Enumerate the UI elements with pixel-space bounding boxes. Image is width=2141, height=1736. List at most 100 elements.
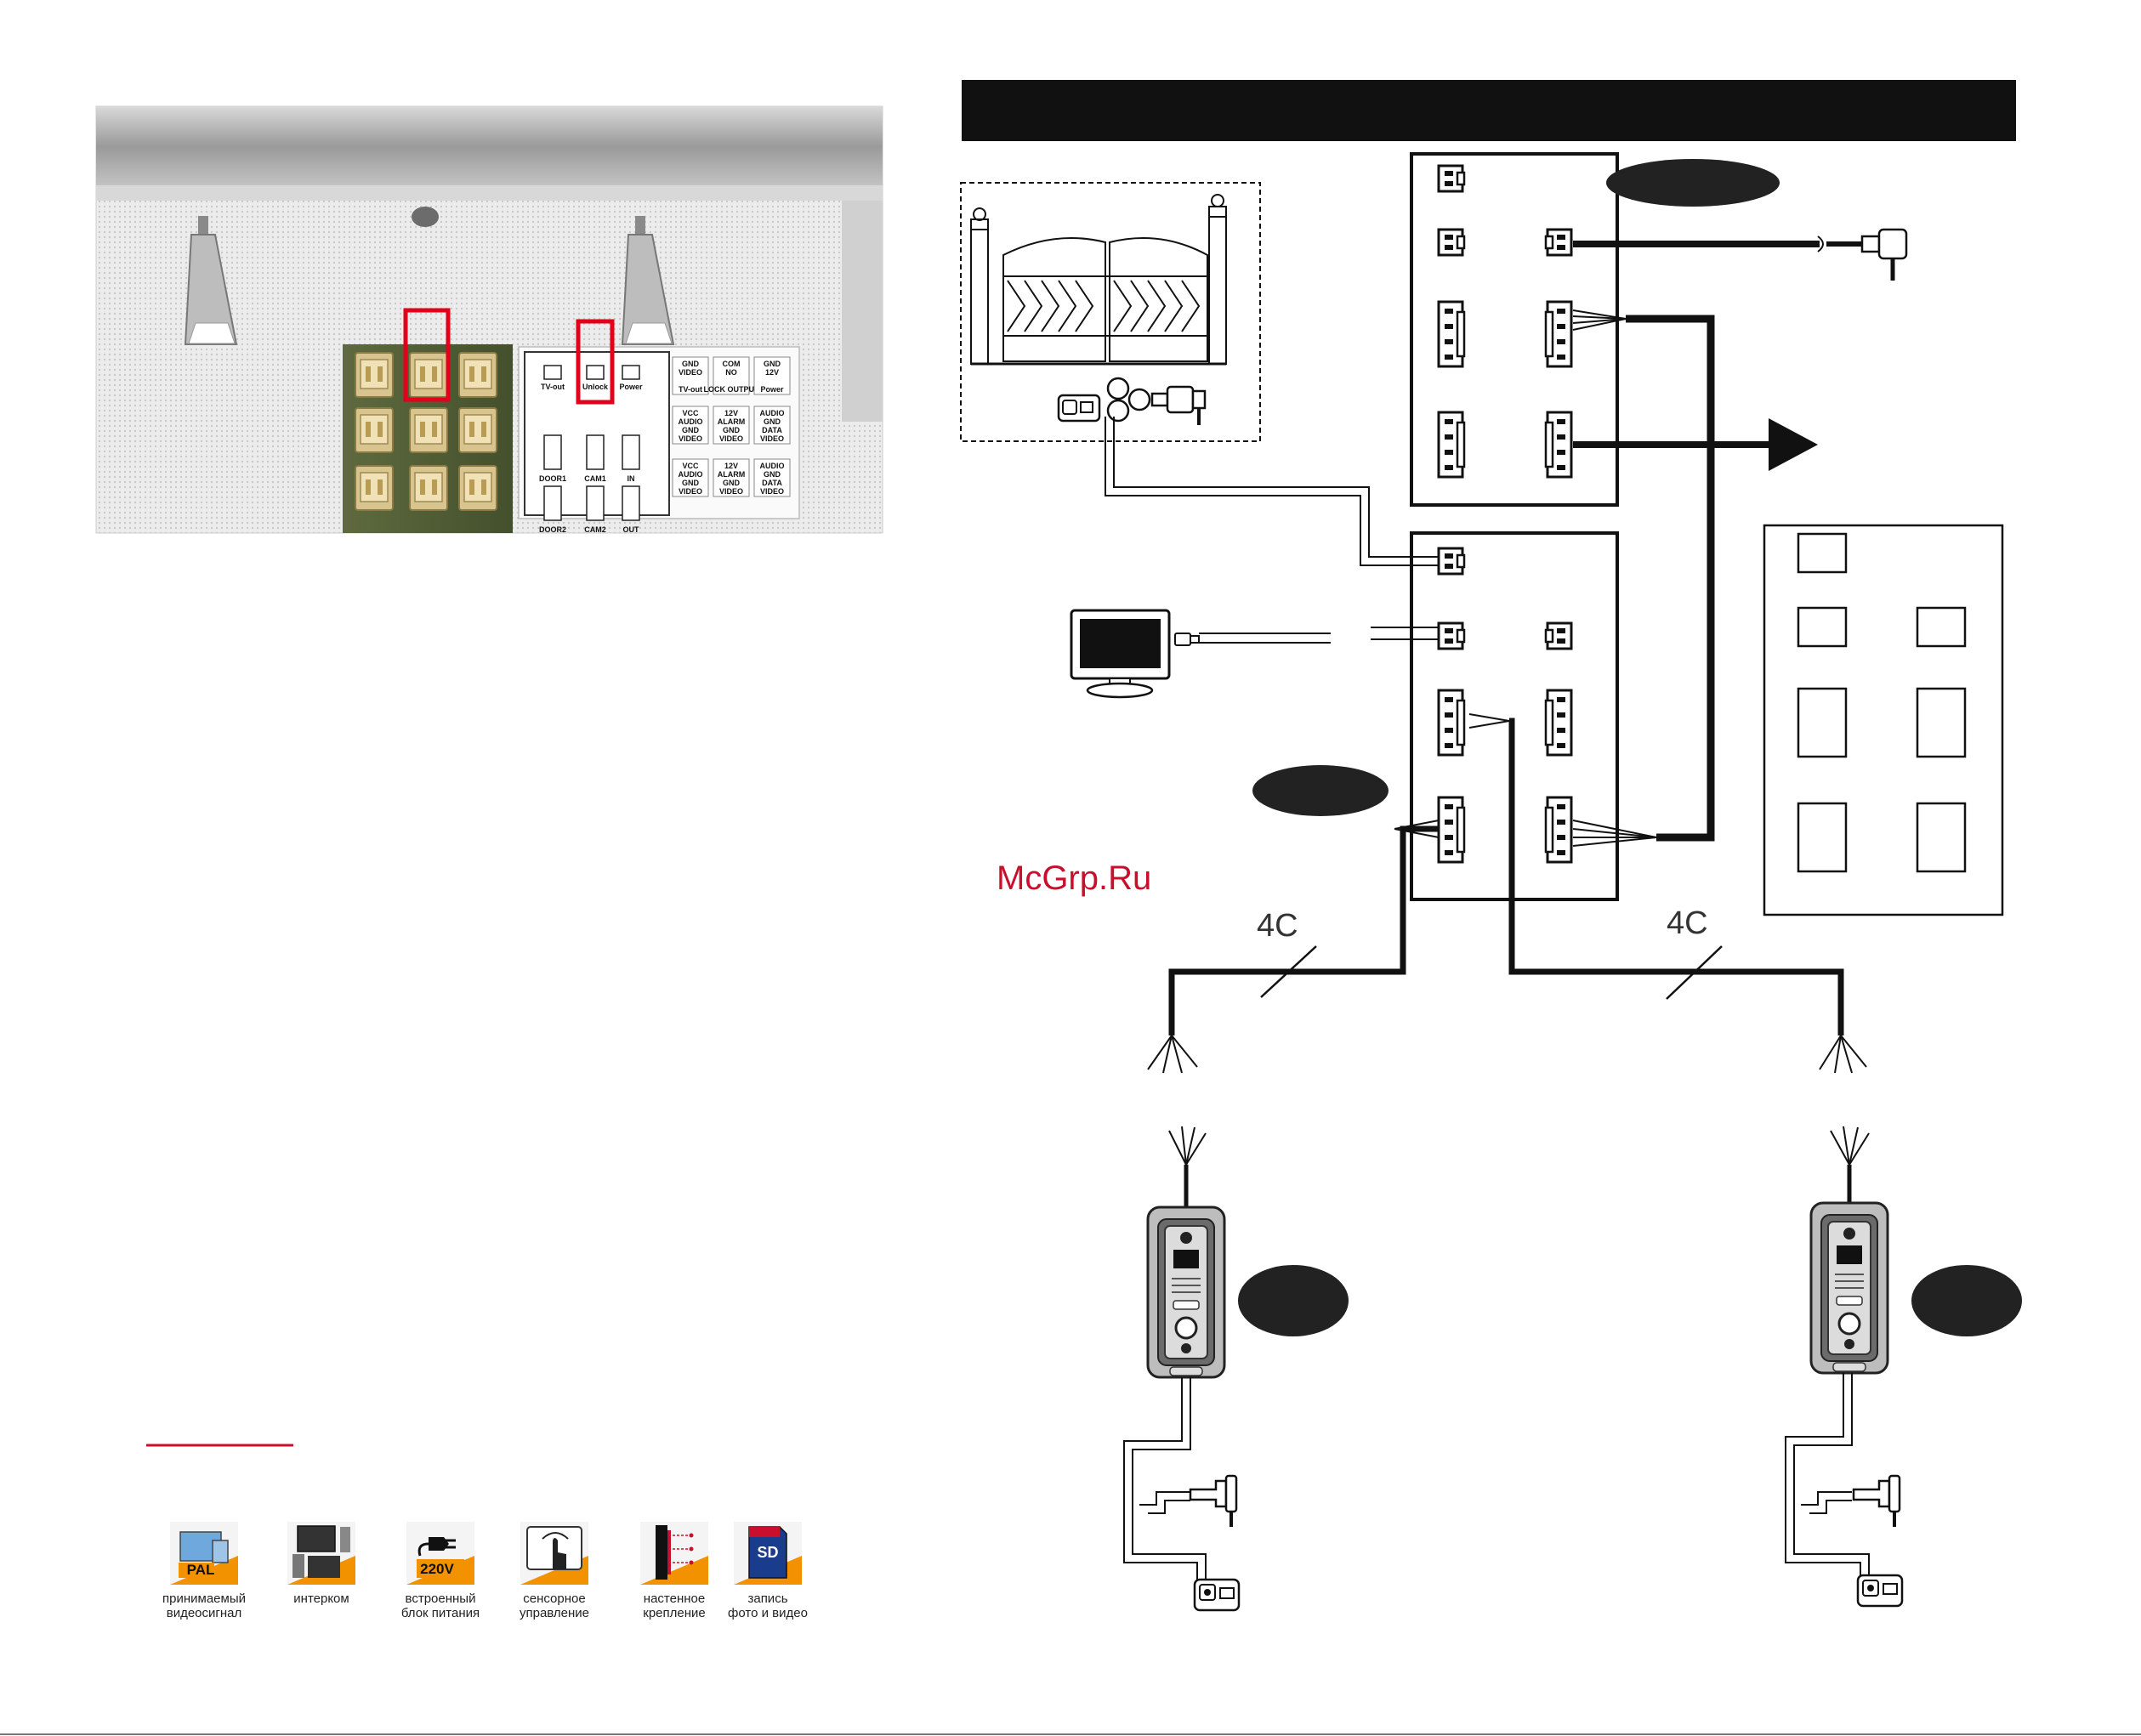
pin-text-p2-l4: LOCK OUTPUT [704,385,759,394]
intercom-caption-line1: интерком [293,1591,349,1606]
gate-power-plug-icon [1106,377,1207,425]
badge-monitor-1 [1606,159,1780,207]
door-station-2 [1785,1126,1904,1608]
wall-hook-right [621,216,675,345]
touch-icon [520,1522,588,1585]
pin-text-p5-l2: ALARM [718,417,746,426]
sd-caption-line2: фото и видео [728,1606,808,1620]
pal-badge-text: PAL [187,1562,215,1578]
sd-caption-line1: запись [747,1591,787,1606]
pin-text-p9-l3: DATA [762,479,782,487]
unlock-wire [1105,417,1439,566]
pin-text-p5-l3: GND [723,426,741,434]
touch-caption-line2: управление [520,1606,589,1620]
sticker-label-cam1: CAM1 [584,474,606,483]
pin-text-p8-l1: 12V [724,462,738,470]
intercom-icon [287,1522,355,1585]
pin-text-p2-l2: NO [725,368,737,377]
pin-text-p4-l2: AUDIO [679,417,703,426]
highlight-box-connector [403,308,451,402]
tv-out-wire [1199,627,1439,644]
pin-text-p1-l2: VIDEO [679,368,702,377]
monitor-back-photo [95,105,883,534]
sticker-label-in: IN [628,474,635,483]
sticker-connector-out: OUT [622,485,640,534]
monitor-1-connector-panel [1410,152,1619,507]
gate-lock-icon [1057,394,1101,423]
sd-badge-text: SD [757,1544,778,1561]
sticker-connector-tvout: TV-out [541,365,565,391]
cable-label-2: 4C [1667,905,1708,941]
out-arrow-icon [1769,418,1818,471]
sticker-label-out: OUT [623,525,640,534]
pin-text-p7-l3: GND [682,479,700,487]
badge-monitor-2 [1252,765,1389,816]
door-cable-1 [1147,820,1440,1074]
tv-monitor-icon [1070,609,1200,699]
pin-text-p3-l2: 12V [765,368,779,377]
pin-text-p5-l1: 12V [724,409,738,417]
power-plug-icon [1860,228,1908,281]
sticker-connector-door1: DOOR1 [539,434,566,483]
pin-text-p6-l1: AUDIO [760,409,785,417]
pin-text-p1-l1: GND [682,360,700,368]
pin-text-p4-l4: VIDEO [679,434,702,443]
sticker-connector-unlock: Unlock [582,365,609,391]
pin-text-p4-l1: VCC [682,409,699,417]
sticker-label-power: Power [619,383,643,391]
pin-text-p1-l4: TV-out [679,385,702,394]
pin-text-p9-l2: GND [764,470,781,479]
pal-caption-line2: видеосигнал [167,1606,242,1620]
connector-board-photo [343,344,513,533]
sticker-label-door2: DOOR2 [539,525,566,534]
pal-icon [170,1522,238,1585]
sticker-label-door1: DOOR1 [539,474,566,483]
door-cable-2 [1468,713,1867,1074]
pin-text-p6-l3: DATA [762,426,782,434]
badge-door-2 [1911,1265,2022,1336]
label-sticker [518,346,800,519]
cable-label-1: 4C [1257,908,1298,944]
sticker-connector-cam1: CAM1 [584,434,606,483]
gate-scene [960,182,1261,442]
watermark: McGrp.Ru [997,859,1151,897]
pin-text-p7-l1: VCC [682,462,699,470]
title-bar [962,80,2016,141]
power-cable [1573,228,1908,281]
door-station-1 [1123,1126,1241,1612]
sticker-connector-power: Power [619,365,643,391]
pin-text-p9-l1: AUDIO [760,462,785,470]
wall-caption-line1: настенное [644,1591,705,1606]
pin-text-p5-l4: VIDEO [719,434,743,443]
pin-text-p6-l4: VIDEO [760,434,784,443]
pin-text-p4-l3: GND [682,426,700,434]
pinout-reference-box [1763,524,2004,916]
power220-caption-line1: встроенный [406,1591,476,1606]
highlight-box-unlock [576,319,615,405]
wall-caption-line2: крепление [643,1606,705,1620]
gate-icon [970,194,1227,366]
sticker-connector-cam2: CAM2 [584,485,606,534]
pin-text-p8-l2: ALARM [718,470,746,479]
pin-text-p8-l4: VIDEO [719,487,743,496]
wall-hook-left [184,216,238,345]
power220-caption-line2: блок питания [401,1606,480,1620]
power220-badge-text: 220V [420,1561,454,1577]
monitor-link-cable [1572,309,1715,847]
power220-icon [406,1522,474,1585]
pin-text-p7-l2: AUDIO [679,470,703,479]
